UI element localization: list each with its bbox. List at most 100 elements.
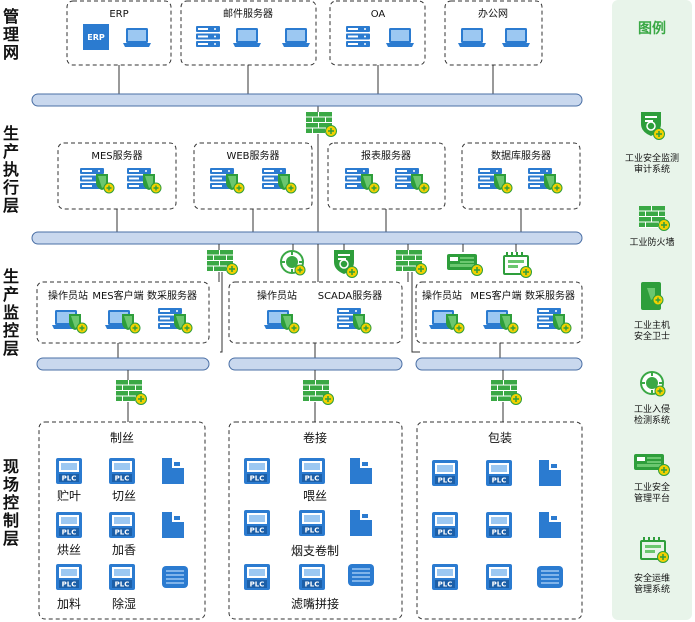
layer-char: 产 <box>2 285 19 304</box>
layer-title-production-exec: 生 产 执 行 层 <box>0 125 22 215</box>
field-group-baozhuang: 包装 <box>416 421 583 620</box>
zhuye-label: 贮叶 <box>57 488 81 503</box>
plc-text: PLC <box>250 475 265 483</box>
legend-host-guard-icon <box>641 282 664 310</box>
desktop-icon <box>458 28 486 47</box>
legend-line: 工业入侵 <box>633 405 670 415</box>
server-shield-icon <box>337 308 371 333</box>
pc-shield-icon <box>105 310 140 333</box>
plc-text: PLC <box>115 529 130 537</box>
erp-server-icon: ERP <box>83 24 109 50</box>
server-shield-icon <box>127 168 161 193</box>
legend-line: 安全卫士 <box>633 332 670 342</box>
monitor-bus-middle <box>228 357 403 371</box>
operator-label: 操作员站 <box>422 289 462 302</box>
legend-audit-icon <box>640 111 666 141</box>
layer-char: 管 <box>2 7 19 26</box>
server-icon <box>196 26 220 47</box>
server-shield-icon <box>80 168 114 193</box>
layer-char: 生 <box>2 124 19 143</box>
server-shield-icon <box>478 168 512 193</box>
server-shield-icon <box>537 308 571 333</box>
legend-host-guard-label: 工业主机 安全卫士 <box>612 321 692 343</box>
plc-text: PLC <box>250 581 265 589</box>
legend-title: 图例 <box>638 21 666 37</box>
plc-text: PLC <box>250 527 265 535</box>
monitor-bus-left <box>36 357 210 371</box>
plc-text: PLC <box>62 529 77 537</box>
plc-text: PLC <box>492 477 507 485</box>
hongsi-label: 烘丝 <box>57 543 81 557</box>
layer-char: 控 <box>2 321 19 340</box>
mes-client-label: MES客户端 <box>470 289 521 302</box>
field-group-juanjie: 卷接 喂丝 烟支卷制 滤嘴拼接 <box>228 421 403 620</box>
management-network-bus <box>31 93 583 107</box>
server-shield-icon <box>395 168 429 193</box>
layer-char: 执 <box>2 160 19 179</box>
monitor-group-left: 操作员站 MES客户端 数采服务器 <box>36 281 210 344</box>
management-group-mail: 邮件服务器 <box>180 0 317 66</box>
erp-badge-text: ERP <box>87 33 105 42</box>
layer-char: 产 <box>2 142 19 161</box>
firewall-icon <box>305 111 338 138</box>
legend-firewall-icon <box>638 205 671 232</box>
monitor-to-bus-connectors <box>117 343 501 358</box>
operator-label: 操作员站 <box>257 289 297 302</box>
office-label: 办公网 <box>478 7 508 20</box>
operator-label: 操作员站 <box>48 289 88 302</box>
legend-ids-icon <box>640 371 666 397</box>
motor-icon <box>347 563 375 587</box>
firewall-icon <box>395 249 428 276</box>
legend-line: 工业主机 <box>633 321 670 331</box>
exec-security-devices <box>206 244 533 279</box>
plc-text: PLC <box>305 581 320 589</box>
monitor-group-middle: 操作员站 SCADA服务器 <box>228 281 403 344</box>
desktop-icon <box>123 28 151 47</box>
firewall-icon <box>206 249 239 276</box>
legend-firewall-label: 工业防火墙 <box>612 238 692 249</box>
legend-line: 检测系统 <box>633 416 670 426</box>
legend-audit-label: 工业安全监测 审计系统 <box>612 154 692 176</box>
chushi-label: 除湿 <box>112 596 136 611</box>
plc-text: PLC <box>305 475 320 483</box>
audit-icon <box>333 249 359 279</box>
exec-group-report: 报表服务器 <box>327 142 446 210</box>
jialiao-label: 加料 <box>57 597 81 611</box>
db-server-label: 数据库服务器 <box>491 149 551 162</box>
plc-text: PLC <box>438 581 453 589</box>
management-connectors <box>118 65 494 232</box>
layer-char: 理 <box>2 25 19 44</box>
machine-icon <box>350 510 372 536</box>
layer-title-field-control: 现 场 控 制 层 <box>0 458 22 548</box>
legend-line: 管理系统 <box>633 585 670 595</box>
legend-line: 工业安全 <box>633 483 670 493</box>
desktop-icon <box>282 28 310 47</box>
legend-line: 审计系统 <box>633 165 670 175</box>
plc-text: PLC <box>492 529 507 537</box>
monitor-group-right: 操作员站 MES客户端 数采服务器 <box>415 281 583 344</box>
legend-ids-label: 工业入侵 检测系统 <box>612 405 692 427</box>
legend-line: 管理平台 <box>633 494 670 504</box>
server-shield-icon <box>345 168 379 193</box>
report-server-label: 报表服务器 <box>361 149 411 162</box>
legend-line: 工业防火墙 <box>629 238 675 248</box>
pc-shield-icon <box>483 310 518 333</box>
mes-server-label: MES服务器 <box>91 149 142 162</box>
plc-text: PLC <box>115 581 130 589</box>
layer-char: 网 <box>2 43 19 62</box>
server-shield-icon <box>158 308 192 333</box>
machine-icon <box>162 512 184 538</box>
layer-char: 行 <box>2 178 19 197</box>
data-server-label: 数采服务器 <box>147 289 197 302</box>
legend-ops-icon <box>640 536 670 564</box>
pc-shield-icon <box>264 310 299 333</box>
field-group-zhisi: 制丝 贮叶 切丝 烘丝 加香 加料 除湿 <box>38 421 206 620</box>
layer-char: 场 <box>2 475 19 494</box>
server-icon <box>346 26 370 47</box>
lvzui-label: 滤嘴拼接 <box>291 596 339 611</box>
legend-platform-icon <box>633 453 671 477</box>
plc-text: PLC <box>438 477 453 485</box>
layer-char: 现 <box>2 457 19 476</box>
layer-char: 层 <box>2 196 19 215</box>
